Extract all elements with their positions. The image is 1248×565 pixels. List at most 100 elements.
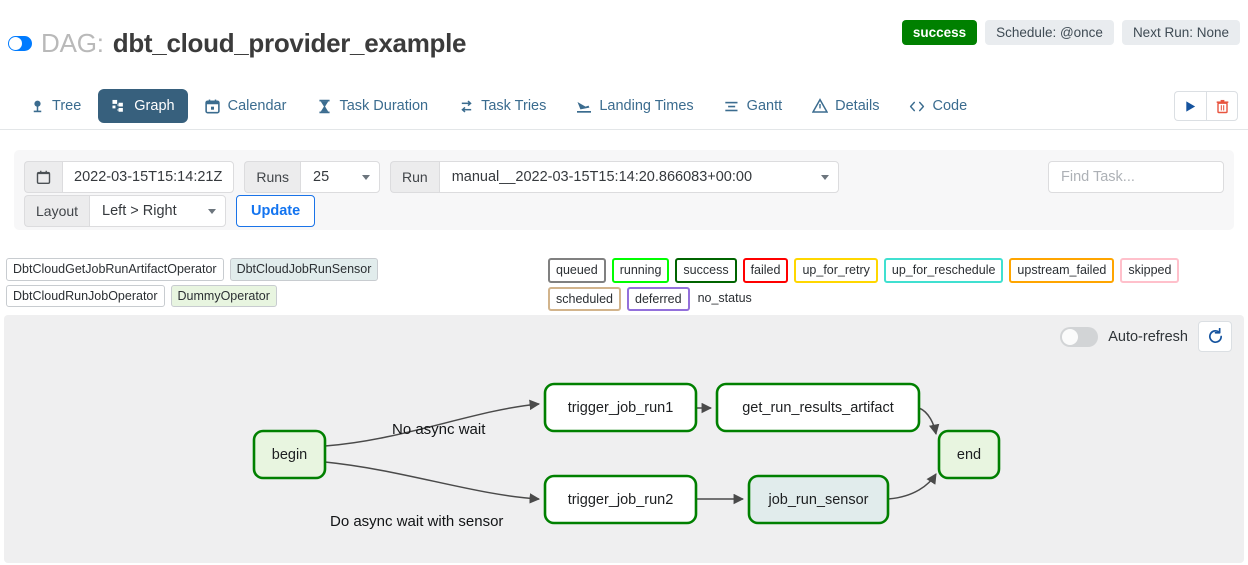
calendar-icon: [205, 98, 221, 114]
tab-code[interactable]: Code: [896, 89, 980, 123]
node-trigger-job-run2[interactable]: trigger_job_run2: [543, 474, 698, 525]
tab-details[interactable]: Details: [799, 89, 892, 123]
calendar-picker-button[interactable]: [24, 161, 62, 193]
filter-row-secondary: Layout Left > Right Update: [24, 195, 316, 227]
calendar-icon: [36, 170, 51, 184]
node-job-run-sensor-label: job_run_sensor: [768, 492, 869, 508]
tab-graph[interactable]: Graph: [98, 89, 188, 123]
graph-edges: [324, 399, 940, 505]
status-chip[interactable]: running: [611, 258, 670, 283]
tab-landing-times[interactable]: Landing Times: [563, 89, 706, 123]
node-get-run-results-artifact-label: get_run_results_artifact: [742, 400, 894, 416]
tab-gantt[interactable]: Gantt: [711, 89, 795, 123]
filter-bar: 2022-03-15T15:14:21Z Runs 25 Run manual_…: [14, 150, 1234, 230]
refresh-graph-button[interactable]: [1198, 321, 1232, 352]
status-chip[interactable]: queued: [548, 258, 606, 283]
dag-nav-bar: Tree Graph Calendar Task Duration: [0, 82, 1248, 130]
status-chip[interactable]: failed: [742, 258, 789, 283]
update-button[interactable]: Update: [236, 195, 316, 227]
operator-chip[interactable]: DbtCloudJobRunSensor: [229, 258, 379, 281]
hourglass-icon: [316, 98, 332, 114]
graph-edge-labels: No async wait Do async wait with sensor: [330, 421, 503, 530]
run-label: Run: [390, 161, 439, 193]
node-trigger-job-run2-label: trigger_job_run2: [568, 492, 674, 508]
tab-task-tries[interactable]: Task Tries: [445, 89, 559, 123]
operator-chip[interactable]: DbtCloudRunJobOperator: [6, 284, 165, 307]
tab-task-tries-label: Task Tries: [481, 98, 547, 114]
graph-canvas-panel: Auto-refresh: [4, 315, 1244, 563]
run-select[interactable]: manual__2022-03-15T15:14:20.866083+00:00: [438, 161, 839, 193]
status-chip[interactable]: up_for_reschedule: [883, 258, 1004, 283]
status-chip[interactable]: up_for_retry: [794, 258, 878, 283]
tab-graph-label: Graph: [134, 98, 175, 114]
operator-chip[interactable]: DummyOperator: [170, 284, 277, 307]
auto-refresh-toggle[interactable]: [1060, 326, 1099, 347]
code-icon: [909, 98, 925, 114]
layout-select-value: Left > Right: [102, 203, 177, 219]
edge-begin-trigger1: [324, 399, 541, 447]
tab-tree[interactable]: Tree: [16, 89, 94, 123]
schedule-badge[interactable]: Schedule: @once: [985, 20, 1114, 45]
retry-icon: [458, 98, 474, 114]
refresh-icon: [1208, 328, 1222, 343]
trigger-dag-play-button[interactable]: [1174, 91, 1206, 121]
tab-code-label: Code: [932, 98, 968, 114]
run-group: Run manual__2022-03-15T15:14:20.866083+0…: [390, 161, 839, 193]
triangle-info-icon: [812, 98, 829, 114]
layout-select[interactable]: Left > Right: [89, 195, 227, 227]
edge-artifact-end: [918, 407, 940, 436]
tab-details-label: Details: [835, 98, 880, 114]
runs-select-value: 25: [313, 169, 330, 185]
operator-chip[interactable]: DbtCloudGetJobRunArtifactOperator: [6, 258, 224, 281]
status-chip[interactable]: deferred: [627, 286, 690, 311]
run-select-value: manual__2022-03-15T15:14:20.866083+00:00: [451, 169, 753, 185]
edge-label-do-async-wait: Do async wait with sensor: [330, 513, 503, 530]
landing-icon: [576, 98, 592, 114]
dag-pause-toggle[interactable]: [8, 36, 32, 51]
execution-date-group: 2022-03-15T15:14:21Z: [24, 161, 235, 193]
node-end[interactable]: end: [937, 429, 1001, 480]
status-badge: success: [901, 20, 978, 45]
node-trigger-job-run1-label: trigger_job_run1: [568, 400, 674, 416]
edge-sensor-end: [887, 473, 937, 500]
execution-date-input[interactable]: 2022-03-15T15:14:21Z: [62, 161, 235, 193]
no-status-label: no_status: [697, 290, 752, 305]
layout-group: Layout Left > Right: [24, 195, 227, 227]
delete-dag-button[interactable]: [1206, 91, 1238, 121]
tab-task-duration[interactable]: Task Duration: [303, 89, 441, 123]
node-job-run-sensor[interactable]: job_run_sensor: [747, 474, 890, 525]
dag-name: dbt_cloud_provider_example: [112, 28, 467, 58]
status-chip[interactable]: upstream_failed: [1009, 258, 1115, 283]
dag-graph-svg[interactable]: begin trigger_job_run1 get_run_results_a…: [4, 315, 1244, 563]
tab-task-duration-label: Task Duration: [339, 98, 429, 114]
auto-refresh-label: Auto-refresh: [1108, 328, 1188, 345]
gantt-icon: [724, 98, 740, 114]
dag-label: DAG:: [41, 28, 104, 58]
status-chip[interactable]: skipped: [1120, 258, 1180, 283]
tab-calendar-label: Calendar: [227, 98, 287, 114]
runs-label: Runs: [244, 161, 301, 193]
runs-select[interactable]: 25: [300, 161, 381, 193]
tab-calendar[interactable]: Calendar: [192, 89, 300, 123]
layout-label: Layout: [24, 195, 90, 227]
chevron-down-icon: [208, 208, 217, 214]
chevron-down-icon: [362, 174, 371, 180]
header-badges: success Schedule: @once Next Run: None: [901, 20, 1240, 45]
runs-group: Runs 25: [244, 161, 381, 193]
filter-row-primary: 2022-03-15T15:14:21Z Runs 25 Run manual_…: [24, 161, 839, 193]
graph-controls: Auto-refresh: [1060, 321, 1232, 352]
tab-landing-times-label: Landing Times: [599, 98, 694, 114]
node-begin-label: begin: [272, 447, 307, 463]
node-begin[interactable]: begin: [252, 429, 327, 480]
status-chip[interactable]: scheduled: [548, 286, 621, 311]
find-task-input[interactable]: Find Task...: [1048, 161, 1224, 193]
status-chip[interactable]: success: [675, 258, 737, 283]
node-trigger-job-run1[interactable]: trigger_job_run1: [543, 382, 698, 433]
node-get-run-results-artifact[interactable]: get_run_results_artifact: [715, 382, 921, 433]
graph-nodes: begin trigger_job_run1 get_run_results_a…: [252, 382, 1001, 525]
trash-icon: [1216, 99, 1228, 113]
tree-icon: [29, 98, 45, 114]
